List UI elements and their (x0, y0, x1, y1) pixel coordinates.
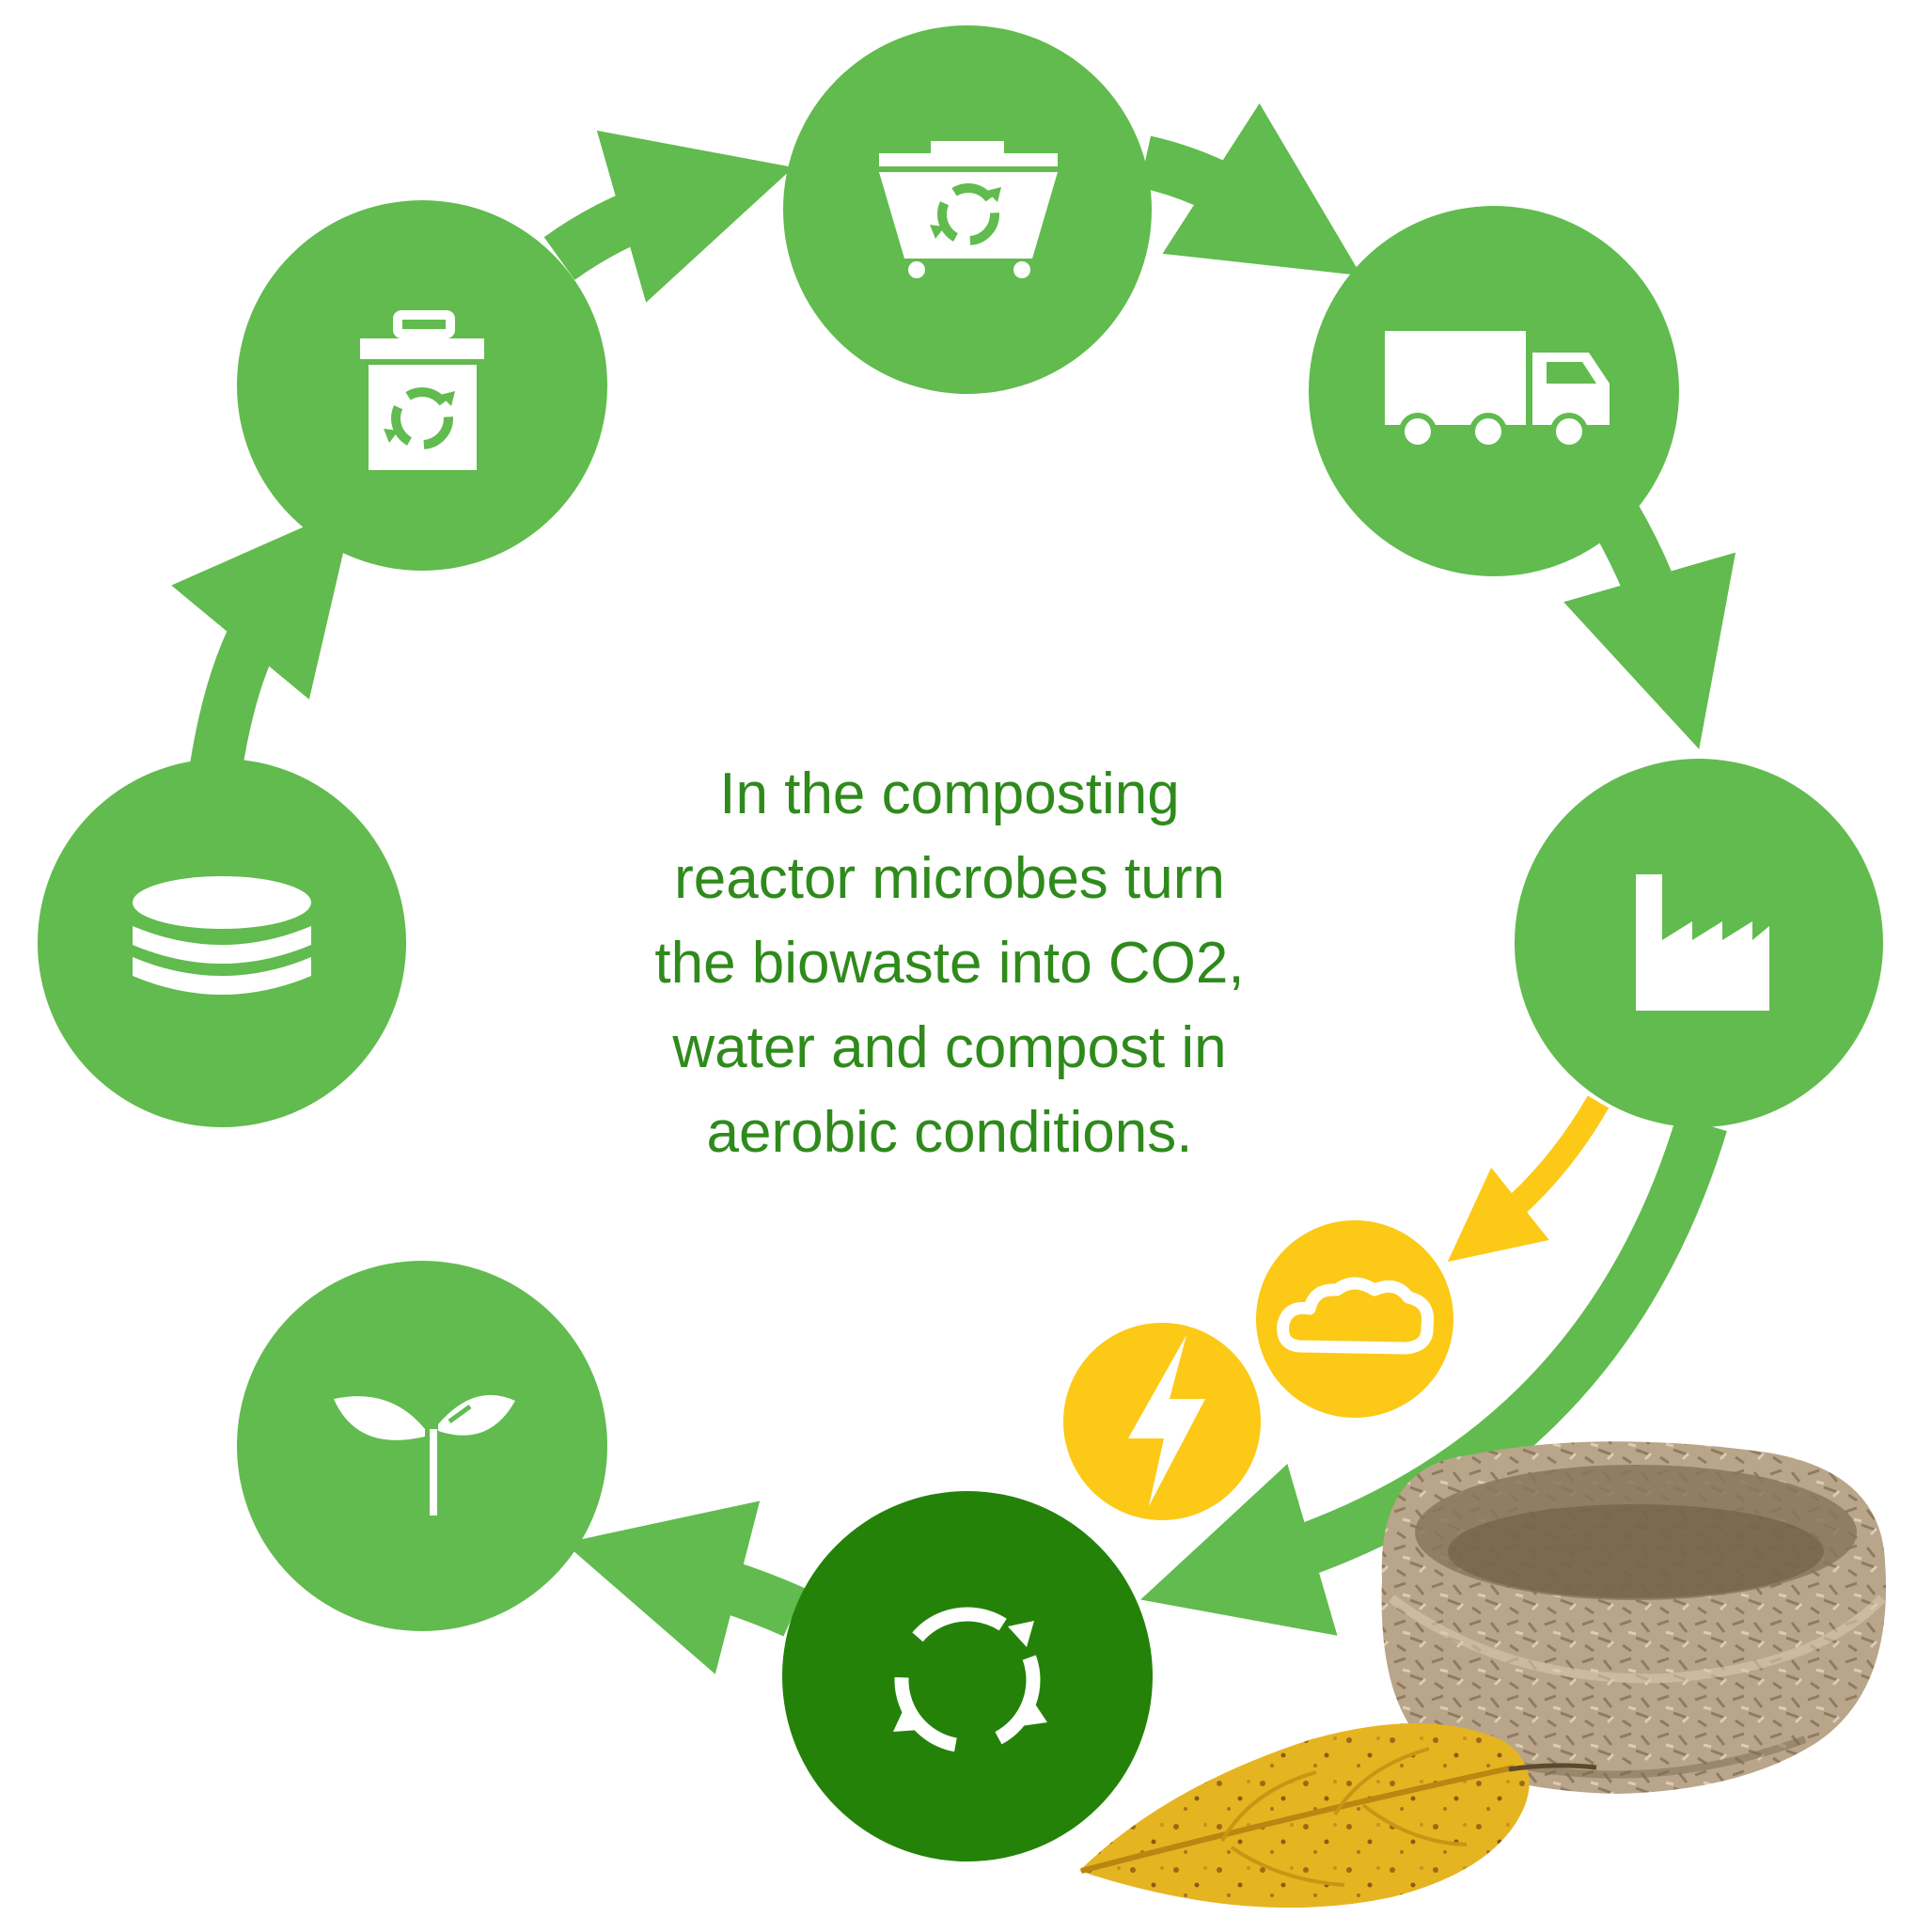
stage-compost-circle (782, 1491, 1153, 1861)
stage-new-growth-circle (237, 1261, 607, 1631)
cycle-arrows (171, 102, 1736, 1674)
sprout-icon (334, 1394, 515, 1516)
lightning-icon (1128, 1335, 1205, 1506)
byproduct-co2 (1256, 1220, 1453, 1418)
stage-material (38, 759, 406, 1127)
delivery-truck-icon (1385, 331, 1610, 450)
yellow-leaf-illustration (1079, 1722, 1597, 1908)
arrow-material-to-bin (171, 504, 354, 771)
arrow-factory-to-recycle (1140, 1115, 1727, 1636)
byproduct-co2-circle (1256, 1220, 1453, 1418)
byproduct-energy (1063, 1323, 1261, 1520)
arrow-recycle-to-sprout (564, 1500, 806, 1674)
arrow-truck-to-factory (1563, 503, 1736, 749)
biobased-material-icon (133, 876, 311, 995)
stage-compost (782, 1491, 1153, 1861)
cloud-icon (1277, 1277, 1435, 1355)
stage-container (783, 25, 1152, 394)
stage-transport (1309, 206, 1679, 576)
stage-bin (237, 200, 607, 571)
stage-material-circle (38, 759, 406, 1127)
stage-composting-plant (1515, 759, 1883, 1127)
arrow-container-to-truck (1139, 102, 1362, 276)
compost-bowl-illustration (1381, 1441, 1887, 1794)
recycling-bin-icon (360, 310, 484, 470)
arrow-bin-to-container (543, 130, 793, 303)
recycling-container-icon (879, 141, 1058, 278)
cycle-caption: In the composting reactor microbes turn … (654, 762, 1245, 1165)
arrow-factory-to-byproducts (1447, 1095, 1610, 1263)
stage-new-growth (237, 1261, 607, 1631)
recycle-arrows-icon (893, 1607, 1047, 1753)
factory-icon (1636, 874, 1769, 1011)
